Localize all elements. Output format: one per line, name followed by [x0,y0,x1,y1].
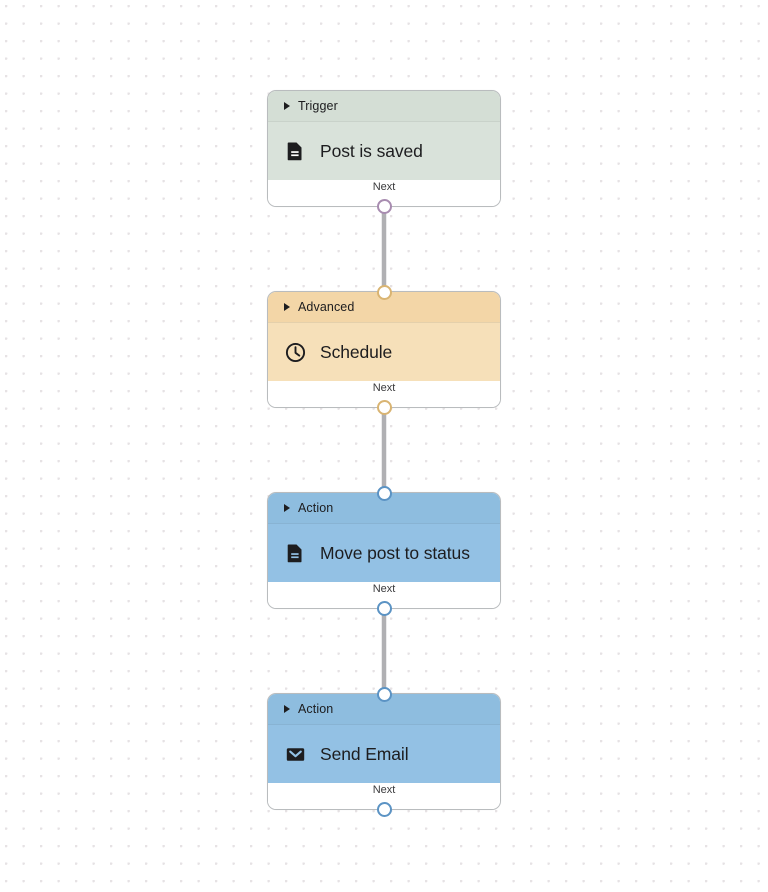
next-label: Next [372,784,396,796]
input-port-action-email[interactable] [376,686,392,702]
node-title: Post is saved [320,140,423,161]
document-icon [284,140,306,162]
clock-icon [284,341,306,363]
node-body-action-move[interactable]: Move post to status [268,523,500,582]
node-header-action-move[interactable]: Action [268,493,500,523]
node-body-advanced[interactable]: Schedule [268,322,500,381]
output-port-action-move[interactable] [376,600,392,616]
document-icon [284,542,306,564]
node-title: Move post to status [320,542,470,563]
output-port-advanced[interactable] [376,399,392,415]
collapse-caret-icon[interactable] [284,102,290,110]
envelope-icon [284,743,306,765]
node-category-label: Action [298,501,334,515]
node-header-trigger[interactable]: Trigger [268,91,500,121]
next-label: Next [372,181,396,193]
collapse-caret-icon[interactable] [284,303,290,311]
node-category-label: Action [298,702,334,716]
node-title: Schedule [320,341,393,362]
node-trigger-post-is-saved[interactable]: Trigger Post is saved Next [267,90,501,214]
node-body-action-email[interactable]: Send Email [268,724,500,783]
node-body-trigger[interactable]: Post is saved [268,121,500,180]
node-action-send-email[interactable]: Action Send Email Next [267,686,501,817]
next-label: Next [372,382,396,394]
node-advanced-schedule[interactable]: Advanced Schedule Next [267,284,501,415]
node-category-label: Trigger [298,99,338,113]
node-title: Send Email [320,743,409,764]
next-label: Next [372,583,396,595]
output-port-action-email[interactable] [376,801,392,817]
input-port-action-move[interactable] [376,485,392,501]
node-category-label: Advanced [298,300,355,314]
collapse-caret-icon[interactable] [284,504,290,512]
collapse-caret-icon[interactable] [284,705,290,713]
output-port-trigger[interactable] [376,198,392,214]
input-port-advanced[interactable] [376,284,392,300]
node-action-move-post-to-status[interactable]: Action Move post to status Next [267,485,501,616]
